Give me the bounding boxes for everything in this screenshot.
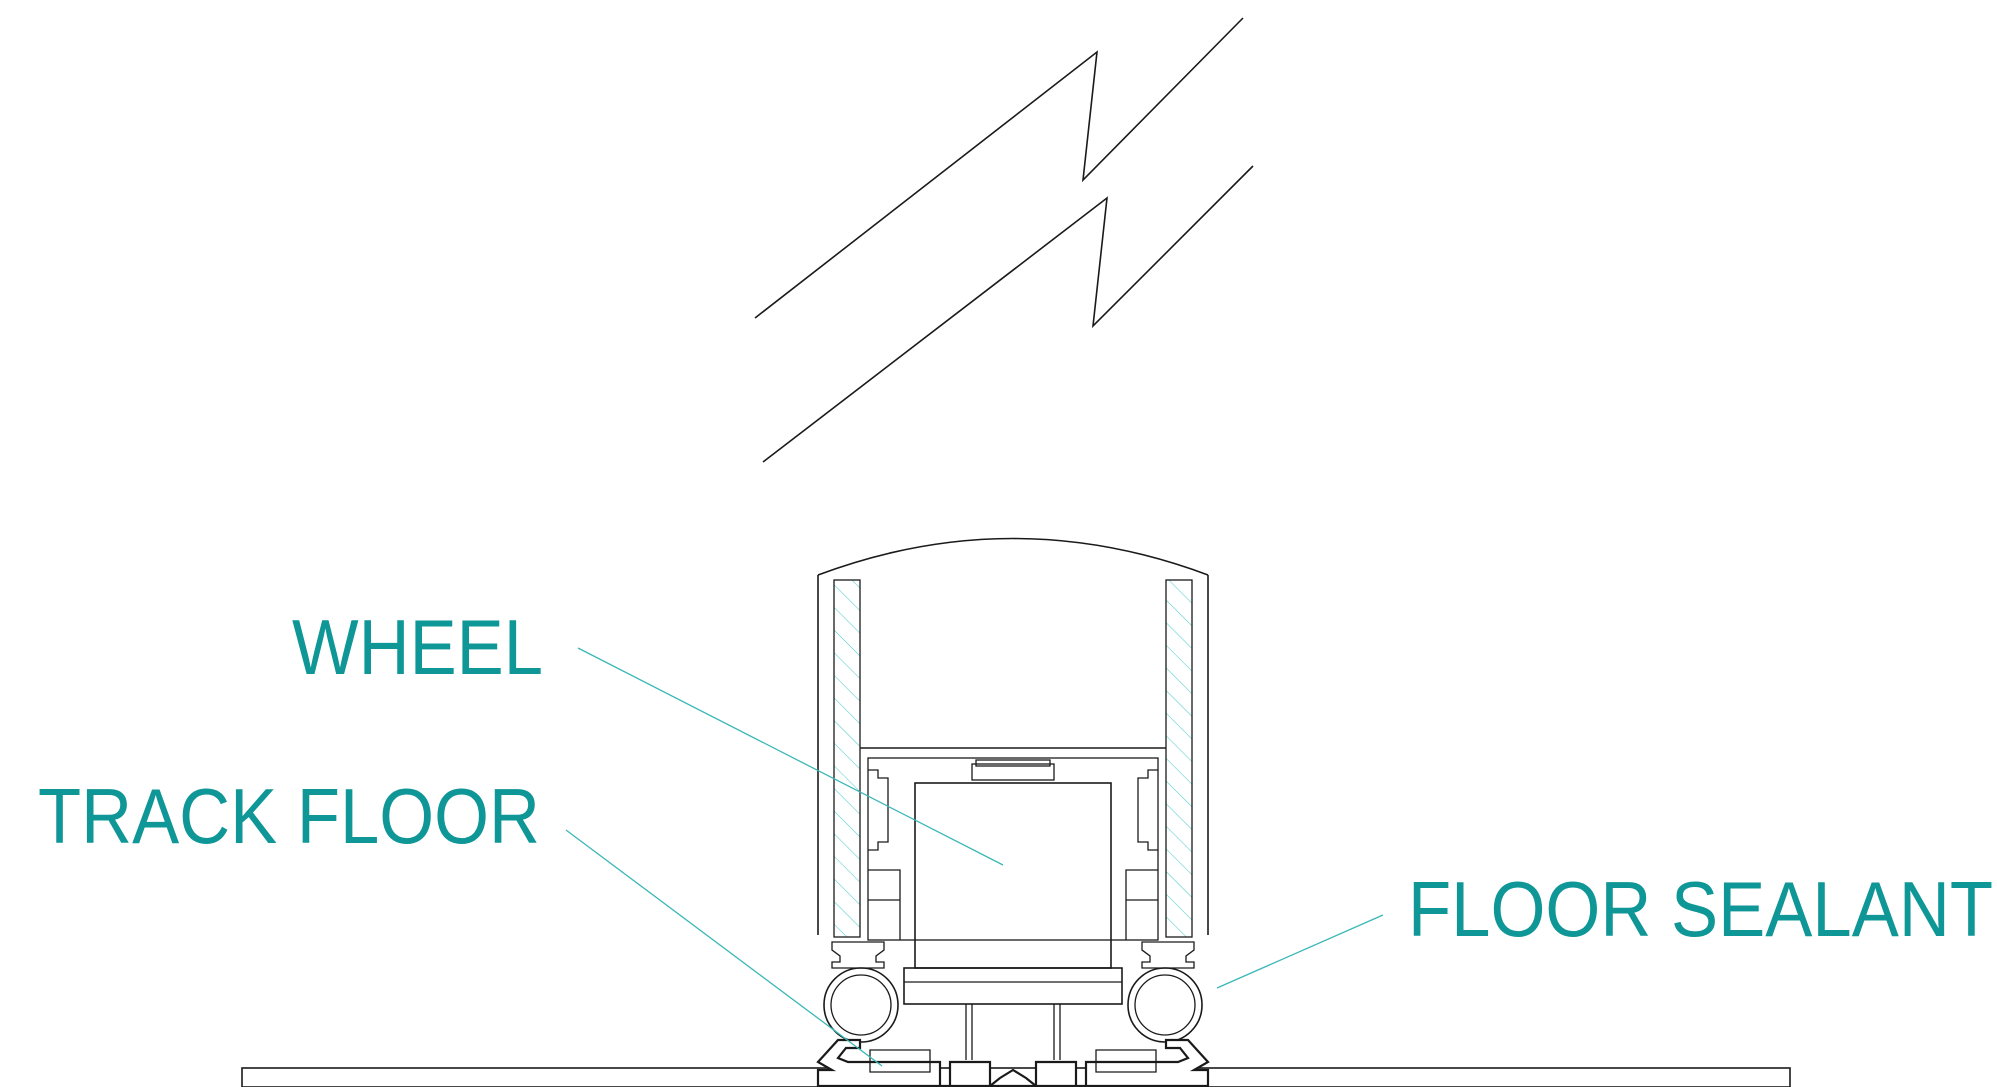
- wheel-right-pin: [1053, 1004, 1061, 1060]
- floor-plate: [241, 1067, 1791, 1087]
- rail-right-channel: [1125, 769, 1158, 940]
- floor-sealant-label: FLOOR SEALANT: [1408, 865, 1993, 953]
- left-sealant-clip: [831, 941, 885, 969]
- right-sealant-outer: [1127, 967, 1203, 1043]
- break-lines: [754, 17, 1254, 463]
- track-floor-right-channel: [1095, 1049, 1157, 1073]
- rail-top-nub: [971, 763, 1055, 781]
- right-sealant-clip: [1141, 941, 1195, 969]
- labels: WHEEL TRACK FLOOR FLOOR SEALANT: [38, 603, 1993, 953]
- track-floor-outline: [816, 1038, 1210, 1087]
- track-floor-label: TRACK FLOOR: [38, 772, 540, 860]
- track-floor-left-channel: [869, 1049, 931, 1073]
- track-floor: [816, 1038, 1210, 1087]
- wheel: [903, 782, 1123, 1060]
- left-sealant-inner: [830, 974, 892, 1036]
- floor-sealants: [823, 941, 1203, 1043]
- wheel-leader-line: [577, 647, 1004, 866]
- floor-sealant-leader-line: [1216, 914, 1384, 989]
- door-panel: [817, 537, 1209, 941]
- floor-plate-rect: [241, 1067, 1791, 1087]
- leader-lines: [565, 647, 1384, 1067]
- break-line-lower: [762, 165, 1254, 463]
- wheel-base-plate: [903, 967, 1123, 1005]
- wheel-label: WHEEL: [292, 603, 543, 691]
- wheel-left-pin: [965, 1004, 973, 1060]
- right-sealant-inner: [1134, 974, 1196, 1036]
- panel-top-arc: [817, 537, 1209, 576]
- right-hatched-strip: [1165, 579, 1193, 938]
- rail-top-nub-inner: [975, 759, 1051, 767]
- rail-left-channel: [868, 769, 901, 940]
- rail-profile-outline: [867, 757, 1159, 941]
- left-hatched-strip: [833, 579, 861, 938]
- track-floor-leader-line: [565, 829, 883, 1067]
- break-line-upper: [754, 17, 1244, 319]
